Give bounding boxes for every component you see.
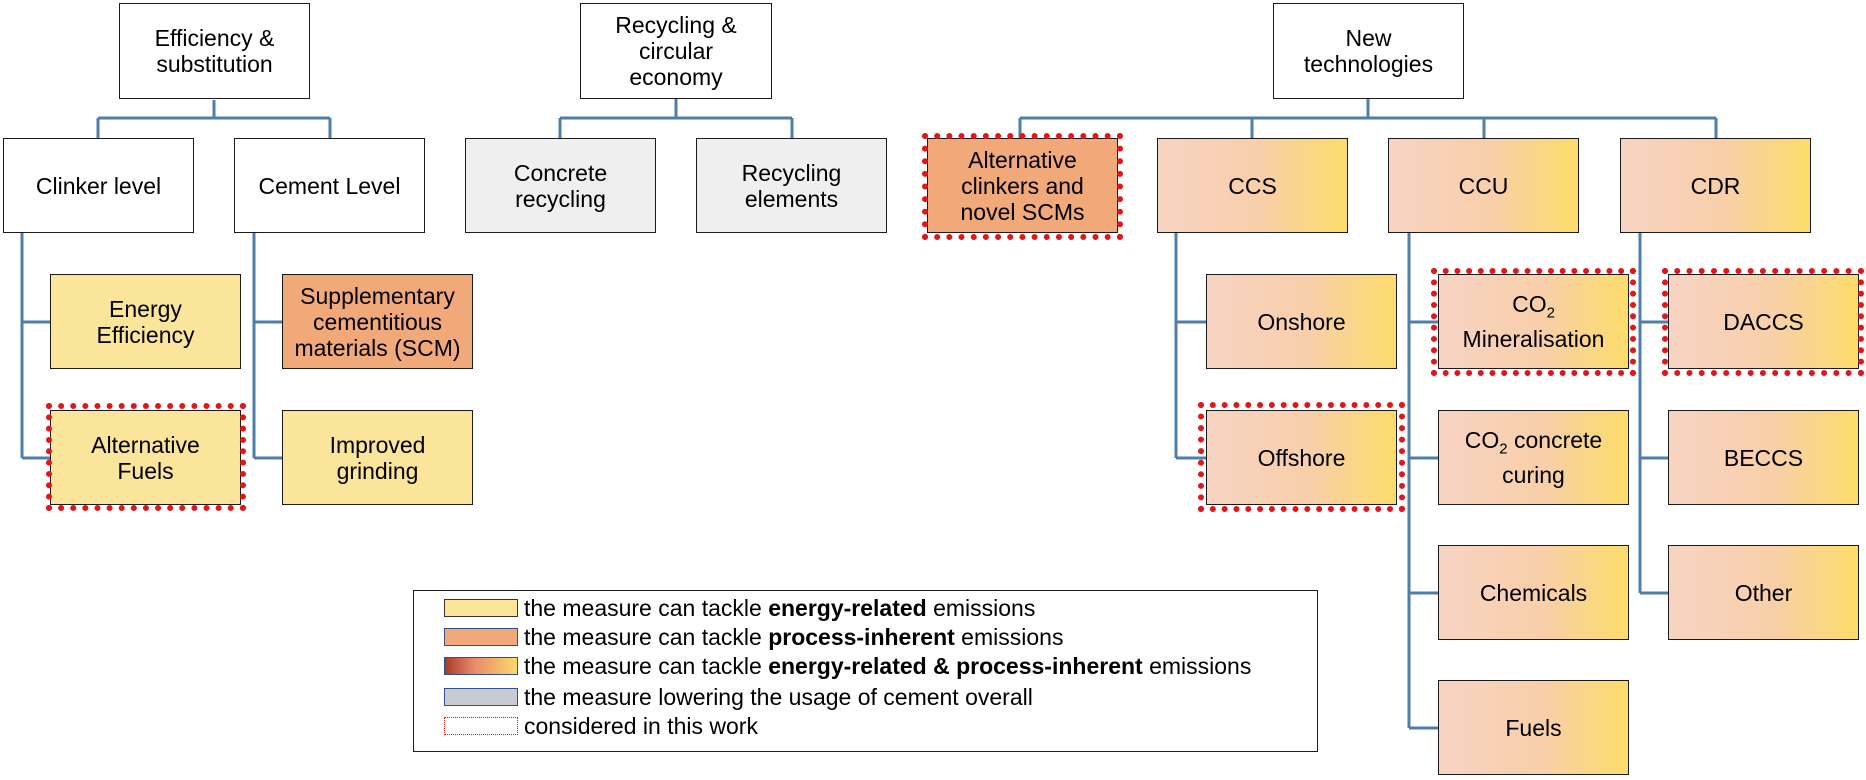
node-label: Efficiency & substitution (154, 25, 275, 77)
legend-entry-considered: considered in this work (444, 712, 758, 740)
node-scm: Supplementary cementitious materials (SC… (282, 274, 473, 369)
node-label: CCU (1458, 172, 1509, 199)
node-cdr: CDR (1620, 138, 1811, 233)
considered-marker (1198, 402, 1405, 512)
legend-entry-energy-related: the measure can tackle energy-related em… (444, 594, 1035, 622)
node-label: CO2 concrete curing (1464, 426, 1603, 489)
node-onshore: Onshore (1206, 274, 1397, 369)
node-label: DACCS (1723, 308, 1804, 335)
legend-swatch-gray (444, 688, 518, 706)
node-recycling-circular-economy: Recycling & circular economy (580, 3, 772, 99)
legend: the measure can tackle energy-related em… (413, 590, 1318, 752)
considered-marker (922, 133, 1123, 240)
considered-marker (1431, 268, 1636, 376)
node-label: Alternative clinkers and novel SCMs (960, 146, 1085, 225)
legend-entry-process-inherent: the measure can tackle process-inherent … (444, 623, 1063, 651)
node-label: CO2 Mineralisation (1462, 290, 1605, 353)
node-label: Fuels (1505, 714, 1562, 741)
node-improved-grinding: Improved grinding (282, 410, 473, 505)
considered-marker (46, 403, 246, 511)
node-label: Recycling elements (741, 159, 842, 212)
node-label: Chemicals (1479, 579, 1588, 606)
node-label: BECCS (1723, 444, 1804, 471)
node-alternative-clinkers: Alternative clinkers and novel SCMs (927, 138, 1118, 233)
legend-entry-combined: the measure can tackle energy-related & … (444, 652, 1251, 680)
considered-marker (1662, 268, 1864, 376)
node-energy-efficiency: Energy Efficiency (50, 274, 241, 369)
legend-swatch-orange (444, 628, 518, 646)
node-other: Other (1668, 545, 1859, 640)
node-new-technologies: New technologies (1273, 3, 1464, 99)
node-ccs: CCS (1157, 138, 1348, 233)
node-label: Alternative Fuels (91, 431, 200, 484)
node-offshore: Offshore (1206, 410, 1397, 505)
legend-swatch-dotted-red (444, 717, 518, 735)
node-recycling-elements: Recycling elements (696, 138, 887, 233)
node-label: Supplementary cementitious materials (SC… (294, 282, 461, 361)
node-chemicals: Chemicals (1438, 545, 1629, 640)
node-co2-mineralisation: CO2 Mineralisation (1438, 274, 1629, 369)
legend-swatch-gradient (444, 657, 518, 675)
node-beccs: BECCS (1668, 410, 1859, 505)
legend-entry-cement-usage: the measure lowering the usage of cement… (444, 683, 1033, 711)
node-cement-level: Cement Level (234, 138, 425, 233)
node-label: New technologies (1303, 25, 1434, 77)
node-label: Cement Level (258, 172, 401, 199)
node-label: Other (1734, 579, 1793, 606)
node-label: Improved grinding (329, 431, 426, 484)
node-label: Recycling & circular economy (615, 12, 737, 90)
legend-swatch-yellow (444, 599, 518, 617)
node-clinker-level: Clinker level (3, 138, 194, 233)
node-daccs: DACCS (1668, 274, 1859, 369)
node-alternative-fuels: Alternative Fuels (50, 410, 241, 505)
node-concrete-recycling: Concrete recycling (465, 138, 656, 233)
node-fuels: Fuels (1438, 680, 1629, 775)
node-efficiency-substitution: Efficiency & substitution (119, 3, 310, 99)
node-ccu: CCU (1388, 138, 1579, 233)
node-label: CCS (1228, 172, 1277, 199)
node-label: Offshore (1257, 444, 1346, 471)
node-label: Onshore (1257, 308, 1346, 335)
node-co2-concrete-curing: CO2 concrete curing (1438, 410, 1629, 505)
node-label: Energy Efficiency (96, 295, 195, 348)
node-label: Clinker level (35, 172, 162, 199)
node-label: CDR (1690, 172, 1741, 199)
node-label: Concrete recycling (513, 159, 608, 212)
